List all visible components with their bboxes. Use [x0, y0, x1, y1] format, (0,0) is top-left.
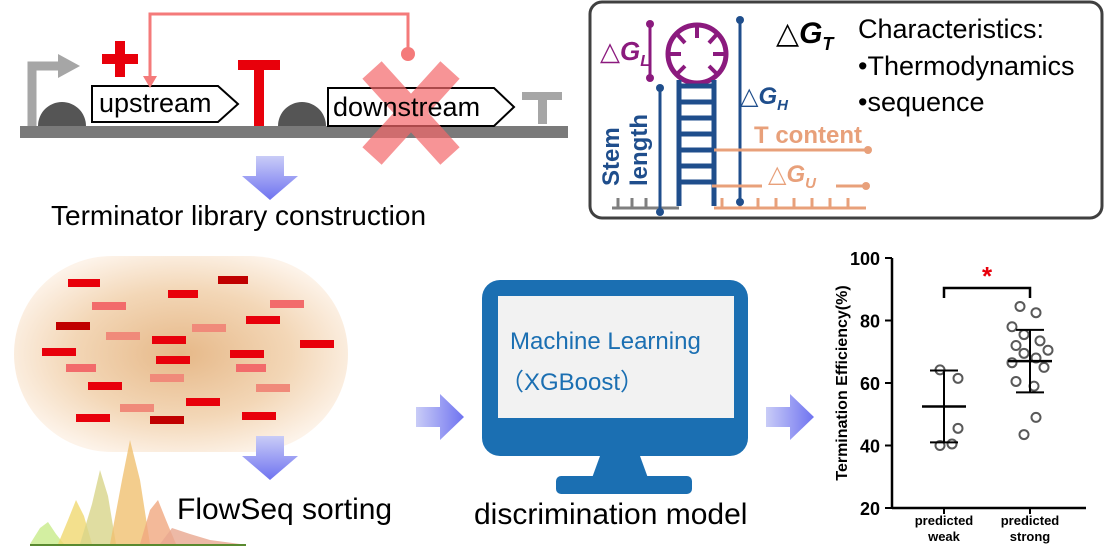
- promoter-arrow-icon: [27, 61, 60, 126]
- dg-u-sub: U: [805, 174, 816, 192]
- loop-spokes: [668, 25, 726, 77]
- plus-icon-vertical: [115, 41, 125, 77]
- data-point: [946, 438, 958, 450]
- data-point: [1018, 347, 1030, 359]
- rbs-downstream-icon: [278, 102, 326, 126]
- data-point: [1030, 352, 1042, 364]
- feedback-line: [148, 12, 410, 78]
- right-arrow-2-icon: [766, 394, 814, 440]
- cross-x-icon: [362, 61, 460, 165]
- dg-h-label: △GH: [740, 82, 788, 114]
- right-arrow-1-icon: [416, 394, 464, 440]
- characteristics-item-thermo: •Thermodynamics: [858, 51, 1075, 81]
- data-point: [1010, 340, 1022, 351]
- stem-dot-top: [656, 84, 664, 92]
- dg-l-sym: △: [600, 36, 620, 66]
- data-point: [1006, 357, 1018, 369]
- computer-monitor-icon: [482, 280, 748, 494]
- data-point: [1018, 429, 1030, 441]
- y-tick-label: 60: [860, 374, 880, 394]
- dg-h-sub: H: [777, 96, 788, 114]
- downstream-label: downstream: [333, 92, 481, 122]
- dgh-dot-bottom: [736, 198, 744, 206]
- x-tick-label: weak: [927, 529, 961, 544]
- monitor-base: [556, 476, 692, 494]
- rbs-upstream-icon: [38, 102, 86, 126]
- data-point: [1030, 307, 1042, 319]
- significance-star: *: [982, 261, 993, 291]
- dg-t-sub: T: [822, 34, 834, 54]
- monitor-screen: [498, 296, 734, 418]
- data-point: [1038, 361, 1050, 373]
- data-point: [952, 372, 964, 384]
- characteristics-item-sequence: •sequence: [858, 87, 985, 117]
- length-label: length: [626, 114, 653, 186]
- characteristics-title: Characteristics:: [858, 14, 1045, 44]
- y-tick-label: 80: [860, 312, 880, 332]
- flowseq-cell: [14, 256, 348, 546]
- screen-line1: Machine Learning: [510, 328, 701, 355]
- data-point: [934, 440, 946, 451]
- x-tick-label: predicted: [915, 513, 974, 528]
- upstream-gene: [91, 85, 240, 123]
- dgu-dot: [862, 182, 870, 190]
- terminator-grey-stem: [538, 92, 547, 124]
- feedback-dot: [401, 47, 415, 61]
- data-point: [1042, 344, 1054, 356]
- dgl-dot-top: [646, 20, 654, 28]
- dg-t-base: G: [799, 17, 823, 50]
- cell-variants: [42, 276, 334, 424]
- significance-bracket: [942, 286, 1032, 298]
- y-tick-label: 20: [860, 499, 880, 519]
- dgh-dot-top: [736, 16, 744, 24]
- stem-label: Stem: [598, 127, 625, 186]
- upstream-label: upstream: [99, 88, 212, 118]
- stem-icon: [676, 80, 717, 206]
- dg-h-sym: △: [740, 83, 759, 110]
- dg-u-sym: △: [768, 161, 787, 188]
- dg-h-base: G: [758, 83, 778, 110]
- x-tick-label: predicted: [1001, 513, 1060, 528]
- u-tract: [714, 198, 866, 210]
- stem-dot-bottom: [656, 208, 664, 216]
- t-content-label: T content: [754, 122, 862, 149]
- down-arrow-flowseq-icon: [242, 436, 298, 480]
- flow-histogram: [30, 440, 246, 546]
- monitor-stand: [592, 456, 648, 478]
- terminator-t-stem: [254, 60, 264, 126]
- data-point: [1034, 335, 1046, 347]
- model-caption: discrimination model: [474, 498, 748, 531]
- tcontent-dot: [864, 146, 872, 154]
- dg-u-base: G: [786, 161, 806, 188]
- dg-t-sym: △: [776, 17, 800, 50]
- genetic-circuit: [20, 12, 568, 200]
- data-point: [1030, 411, 1042, 423]
- x-tick-label: strong: [1010, 529, 1051, 544]
- dg-l-label: △GL: [600, 36, 650, 71]
- library-caption: Terminator library construction: [51, 200, 427, 231]
- data-point: [1006, 321, 1018, 333]
- screen-line2: （XGBoost）: [500, 369, 645, 396]
- dg-l-base: G: [620, 36, 641, 66]
- down-arrow-icon: [242, 156, 298, 200]
- data-point: [952, 422, 964, 434]
- terminator-structure: [588, 0, 1104, 220]
- feedback-arrowhead: [143, 76, 157, 88]
- dna-backbone: [20, 126, 568, 138]
- y-tick-label: 100: [850, 249, 880, 269]
- dg-u-label: △GU: [768, 160, 816, 192]
- flowseq-caption: FlowSeq sorting: [177, 493, 393, 526]
- dg-t-label: △GT: [776, 16, 833, 55]
- y-tick-label: 40: [860, 437, 880, 457]
- dgl-dot-bottom: [646, 74, 654, 82]
- data-point: [1018, 329, 1030, 341]
- data-point: [1014, 300, 1026, 312]
- data-point: [1010, 375, 1022, 387]
- y-axis-label: Termination Efficiency(%): [834, 285, 851, 480]
- promoter-arrowhead: [58, 54, 80, 78]
- dg-l-sub: L: [640, 53, 651, 71]
